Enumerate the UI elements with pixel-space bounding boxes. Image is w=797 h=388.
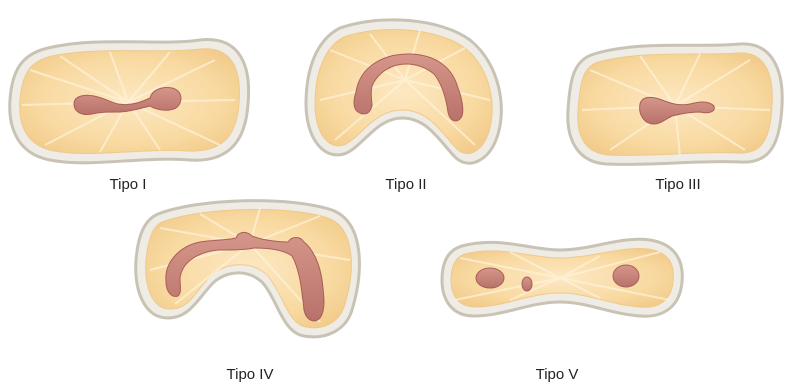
tooth-section-tipo-1 — [10, 40, 249, 163]
root-canal-tipo-5-middle — [522, 277, 532, 291]
tooth-section-tipo-5 — [442, 239, 682, 316]
tooth-section-tipo-2 — [306, 20, 501, 163]
label-tipo-1: Tipo I — [110, 176, 147, 193]
tooth-section-tipo-3 — [568, 44, 782, 165]
root-canal-tipo-5-lingual — [613, 265, 639, 287]
tooth-section-tipo-4 — [136, 201, 360, 337]
root-canal-tipo-5-buccal — [476, 268, 504, 288]
label-tipo-5: Tipo V — [536, 366, 579, 383]
label-tipo-2: Tipo II — [385, 176, 426, 193]
label-tipo-3: Tipo III — [655, 176, 700, 193]
label-tipo-4: Tipo IV — [227, 366, 274, 383]
